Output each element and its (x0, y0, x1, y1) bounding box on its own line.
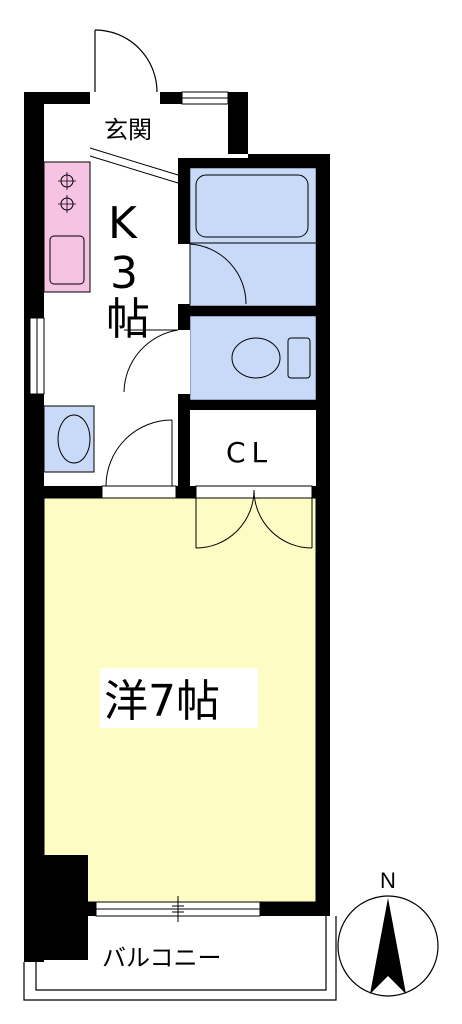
balcony-window (95, 896, 261, 922)
kitchen-label-num: 3 (110, 248, 138, 299)
entrance-door (94, 29, 158, 93)
closet-label: CL (226, 436, 273, 469)
entrance-window (181, 91, 229, 105)
washbasin (43, 405, 95, 473)
kitchen-sink-icon (49, 235, 85, 285)
north-arrow-icon (370, 898, 406, 994)
walls (24, 92, 330, 962)
kitchen-label-k: K (108, 198, 138, 249)
bathroom-door (178, 243, 247, 305)
toilet-bowl-icon (231, 337, 281, 379)
kitchen-label-unit: 帖 (106, 294, 150, 345)
balcony-label: バルコニー (102, 944, 222, 972)
stove-burner-icon (58, 172, 76, 213)
balcony (23, 916, 337, 1001)
entrance-label: 玄関 (104, 116, 152, 144)
closet (190, 410, 316, 486)
bathtub-icon (195, 174, 309, 238)
room-door (101, 419, 177, 499)
western-room-label: 洋7帖 (104, 676, 220, 727)
kitchen-window (29, 317, 45, 395)
compass: N (337, 868, 439, 997)
entrance-floor (90, 104, 228, 154)
toilet-door (123, 329, 190, 394)
bathroom (178, 167, 317, 307)
toilet-tank-icon (287, 337, 311, 379)
toilet-room (123, 315, 317, 401)
kitchen-counter (43, 161, 91, 293)
closet-doors (195, 485, 313, 549)
basin-icon (57, 414, 91, 464)
north-label: N (380, 868, 396, 893)
entrance-step (89, 147, 179, 176)
